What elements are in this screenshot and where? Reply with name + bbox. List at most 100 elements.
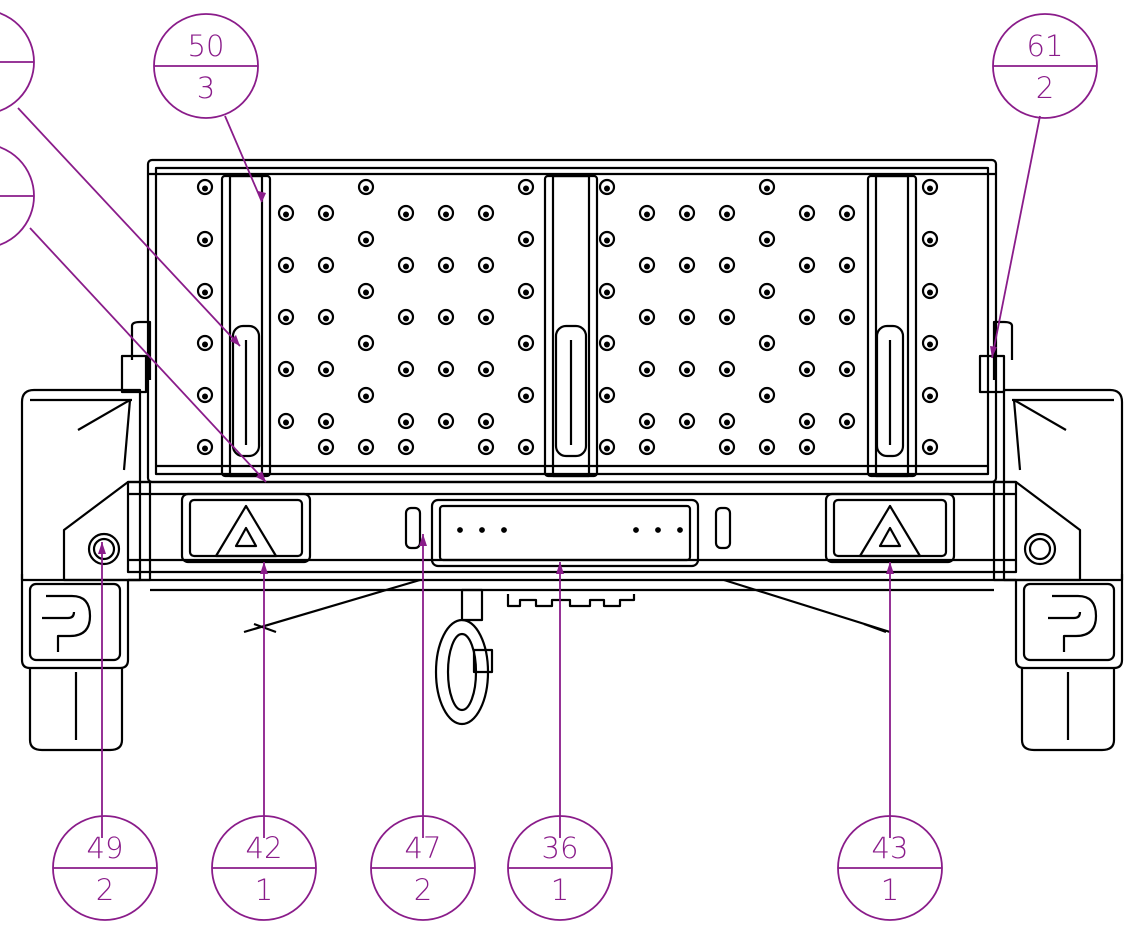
panel-hole-inner [844, 367, 850, 374]
panel-hole [397, 360, 415, 378]
panel-hole [838, 256, 856, 274]
panel-hole [758, 386, 776, 404]
side-plate-right [992, 480, 1082, 582]
panel-hole [517, 438, 535, 456]
panel-hole-inner [724, 263, 730, 270]
panel-hole-inner [927, 185, 933, 192]
panel-hole [317, 204, 335, 222]
panel-hole-inner [844, 315, 850, 322]
balloon-61-item: 61 [1027, 29, 1064, 63]
panel-hole-inner [804, 263, 810, 270]
panel-hole-inner [804, 419, 810, 426]
panel-hole [477, 438, 495, 456]
panel-hole-inner [724, 315, 730, 322]
balloon-item-43 [837, 815, 943, 921]
mudguard-left [20, 388, 142, 670]
reflector-left [404, 506, 422, 550]
jockey-wheel [434, 588, 494, 726]
panel-hole-inner [644, 445, 650, 452]
panel-hole-inner [483, 367, 489, 374]
panel-hole [437, 204, 455, 222]
balloon-61-qty: 2 [1036, 71, 1054, 105]
panel-hole [317, 412, 335, 430]
panel-hole-inner [483, 263, 489, 270]
balloon-36-qty: 1 [551, 873, 569, 907]
panel-hole-inner [684, 263, 690, 270]
panel-hole-inner [323, 263, 329, 270]
panel-hole [838, 308, 856, 326]
panel-hole-inner [483, 211, 489, 218]
panel-hole-inner [764, 237, 770, 244]
panel-hole [798, 438, 816, 456]
panel-hole [397, 438, 415, 456]
panel-hole [718, 256, 736, 274]
balloon-36-item: 36 [542, 831, 579, 865]
panel-hole [598, 282, 616, 300]
panel-hole-inner [523, 393, 529, 400]
panel-hole [678, 412, 696, 430]
panel-hole [921, 178, 939, 196]
panel-hole [517, 386, 535, 404]
panel-hole [196, 178, 214, 196]
panel-hole-inner [283, 419, 289, 426]
panel-hole [437, 256, 455, 274]
panel-hole [758, 438, 776, 456]
panel-hole-inner [363, 237, 369, 244]
panel-hole-inner [403, 367, 409, 374]
panel-hole [277, 204, 295, 222]
panel-hole-inner [403, 419, 409, 426]
panel-hole-inner [443, 211, 449, 218]
panel-hole [277, 412, 295, 430]
panel-hole-inner [443, 367, 449, 374]
panel-hole [196, 334, 214, 352]
panel-hole-inner [684, 211, 690, 218]
panel-hole-inner [323, 419, 329, 426]
panel-hole [196, 386, 214, 404]
panel-hole [678, 308, 696, 326]
panel-hole [758, 334, 776, 352]
panel-hole [921, 230, 939, 248]
panel-hole [357, 282, 375, 300]
panel-hole-inner [764, 445, 770, 452]
panel-hole [638, 308, 656, 326]
tyre-left [28, 668, 124, 752]
panel-hole [718, 308, 736, 326]
balloon-50-item: 50 [188, 29, 225, 63]
panel-hole [798, 204, 816, 222]
panel-hole-inner [363, 289, 369, 296]
panel-hole [638, 360, 656, 378]
panel-hole-inner [644, 419, 650, 426]
tyre-right [1020, 668, 1116, 752]
panel-hole-grid [196, 178, 939, 456]
panel-hole-inner [604, 237, 610, 244]
panel-hole-inner [604, 393, 610, 400]
panel-hole-inner [644, 367, 650, 374]
panel-hole-inner [764, 185, 770, 192]
panel-hole [196, 282, 214, 300]
balloon-item-36 [507, 815, 613, 921]
panel-hole-inner [927, 341, 933, 348]
panel-hole-inner [604, 289, 610, 296]
panel-hole [718, 360, 736, 378]
panel-hole-inner [363, 185, 369, 192]
rail-latches [231, 324, 905, 458]
panel-hole [196, 230, 214, 248]
panel-hole-inner [844, 263, 850, 270]
balloon-item-61 [992, 13, 1098, 119]
panel-hole [477, 412, 495, 430]
panel-hole [517, 334, 535, 352]
panel-hole-inner [483, 445, 489, 452]
panel-hole [357, 178, 375, 196]
panel-hole [397, 256, 415, 274]
panel-hole [397, 204, 415, 222]
panel-hole [718, 412, 736, 430]
panel-hole-inner [804, 445, 810, 452]
panel-hole [638, 438, 656, 456]
panel-hole-inner [363, 445, 369, 452]
panel-hole [838, 360, 856, 378]
balloon-50-qty: 3 [197, 71, 215, 105]
panel-hole-inner [523, 289, 529, 296]
panel-hole-inner [724, 445, 730, 452]
panel-hole [357, 438, 375, 456]
